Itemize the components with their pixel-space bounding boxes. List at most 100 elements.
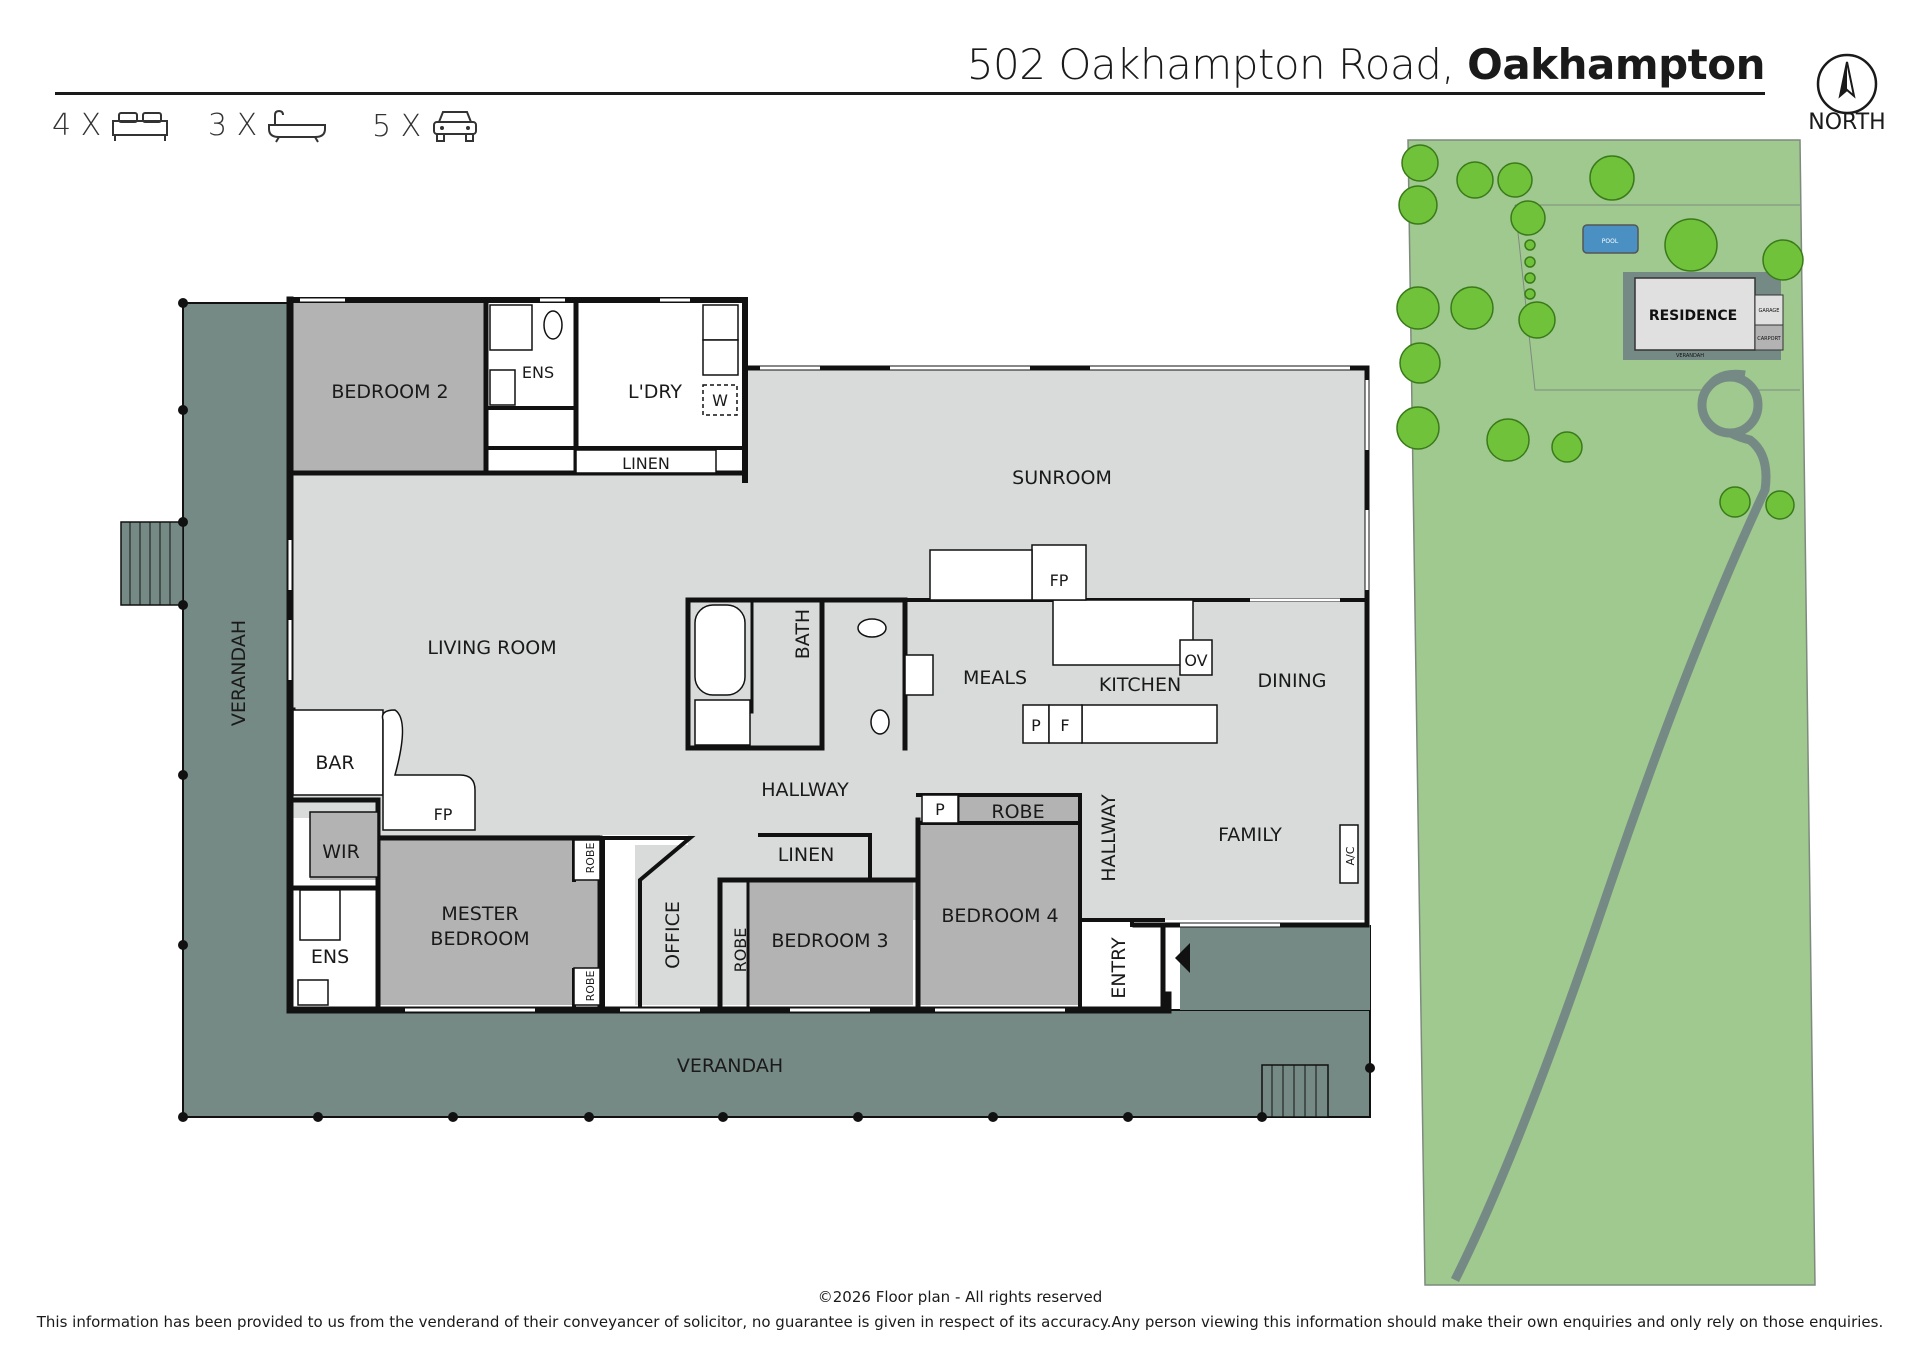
pantry-box [1022,704,1050,744]
label-living-room: LIVING ROOM [427,637,556,659]
label-meals: MEALS [963,667,1027,689]
entry-arrow-icon [1175,943,1190,973]
label-robe-small-2: ROBE [584,971,597,1002]
label-hallway-vertical: HALLWAY [1098,794,1120,882]
hedge-icon [1524,272,1536,284]
pantry-hall-box [921,794,959,824]
footer-copyright: ©2026 Floor plan - All rights reserved [817,1288,1103,1306]
address-suburb: Oakhampton [1467,40,1765,89]
label-bedroom-4: BEDROOM 4 [941,905,1058,927]
label-pantry-hall: P [935,800,945,819]
north-label: NORTH [1808,110,1886,135]
label-robe-bed4: ROBE [991,801,1044,823]
hedge-icon [1524,256,1536,268]
tree-icon [1510,200,1546,236]
bathroom-basin [870,709,890,735]
feature-bathrooms-count: 3 X [208,108,258,143]
label-robe-bed3: ROBE [731,928,750,973]
label-hallway: HALLWAY [761,779,849,801]
verandah-steps-left [120,521,184,606]
tree-icon [1765,490,1795,520]
tree-icon [1497,162,1533,198]
kitchen-bench [1052,599,1194,666]
hedge-icon [1524,288,1536,300]
feature-bedrooms: 4 X [52,108,169,143]
site-carport-label: CARPORT [1757,336,1781,342]
verandah-right-strip [1180,925,1370,1010]
site-trees [1396,144,1804,520]
site-residence [1634,277,1756,351]
robe-box-1 [573,839,601,881]
label-pantry-kitchen: P [1031,716,1041,735]
cooktop [904,654,934,696]
label-master-line1: MESTER [441,903,518,925]
bed-icon [112,111,169,141]
feature-parking: 5 X [372,108,479,144]
oven [1179,639,1213,676]
label-ensuite-top: ENS [522,363,554,382]
verandah-posts [178,298,1375,1122]
bath-shower [694,699,751,746]
label-fridge: F [1060,716,1069,735]
label-washer: W [712,391,728,410]
laundry-tub-2 [702,339,739,376]
site-garage-label: GARAGE [1759,308,1780,314]
feature-bathrooms: 3 X [208,108,327,143]
label-family: FAMILY [1218,824,1282,846]
sunroom-hearth [929,549,1033,601]
label-wir: WIR [322,841,360,863]
ensuite-shower-bottom [299,889,341,941]
site-verandah-label: VERANDAH [1676,353,1704,359]
tree-icon [1399,342,1441,384]
label-ac: A/C [1344,846,1357,865]
tree-icon [1664,218,1718,272]
label-dining: DINING [1258,670,1327,692]
ensuite-toilet [543,310,563,340]
ensuite-vanity [489,369,516,406]
wir-shelf [309,811,379,878]
laundry-tub-1 [702,304,739,341]
address-street: 502 Oakhampton Road, [966,40,1455,89]
master-bedroom-floor [378,835,600,1005]
ensuite-vanity-bottom [297,979,329,1006]
label-fp-living: FP [434,805,453,824]
bathroom-toilet [857,618,887,638]
site-residence-label: RESIDENCE [1649,308,1737,324]
site-pool-label: POOL [1602,238,1619,245]
robe-bed4-floor [958,795,1078,823]
ensuite-shower [489,304,533,351]
feature-parking-count: 5 X [372,108,422,144]
fridge-box [1048,704,1083,744]
north-compass-icon [1816,53,1878,115]
robe-box-2 [573,967,601,1006]
tree-icon [1719,486,1751,518]
label-bath: BATH [792,609,814,659]
property-address: 502 Oakhampton Road, Oakhampton [966,40,1766,89]
fixtures [292,304,1359,1006]
bedroom-3-floor [748,880,913,1005]
label-fp-sunroom: FP [1050,571,1069,590]
tree-icon [1396,286,1440,330]
robe-bed3-floor [722,880,748,1005]
tree-icon [1396,406,1440,450]
tree-icon [1456,161,1494,199]
label-master-line2: BEDROOM [430,928,529,950]
washer-box [702,384,738,416]
label-laundry: L'DRY [628,381,682,403]
car-icon [433,111,478,142]
footer-disclaimer: This information has been provided to us… [36,1313,1884,1331]
label-linen-hall: LINEN [778,844,835,866]
bathtub-icon [268,109,327,143]
site-garage [1754,294,1784,326]
label-bedroom-3: BEDROOM 3 [771,930,888,952]
tree-icon [1398,185,1438,225]
label-bedroom-2: BEDROOM 2 [331,381,448,403]
tree-icon [1589,155,1635,201]
label-verandah-bottom: VERANDAH [677,1055,783,1077]
bedroom-2-floor [293,303,486,473]
tree-icon [1401,144,1439,182]
ac-unit [1339,824,1359,884]
living-fireplace [381,709,476,831]
label-verandah-left: VERANDAH [228,620,250,726]
